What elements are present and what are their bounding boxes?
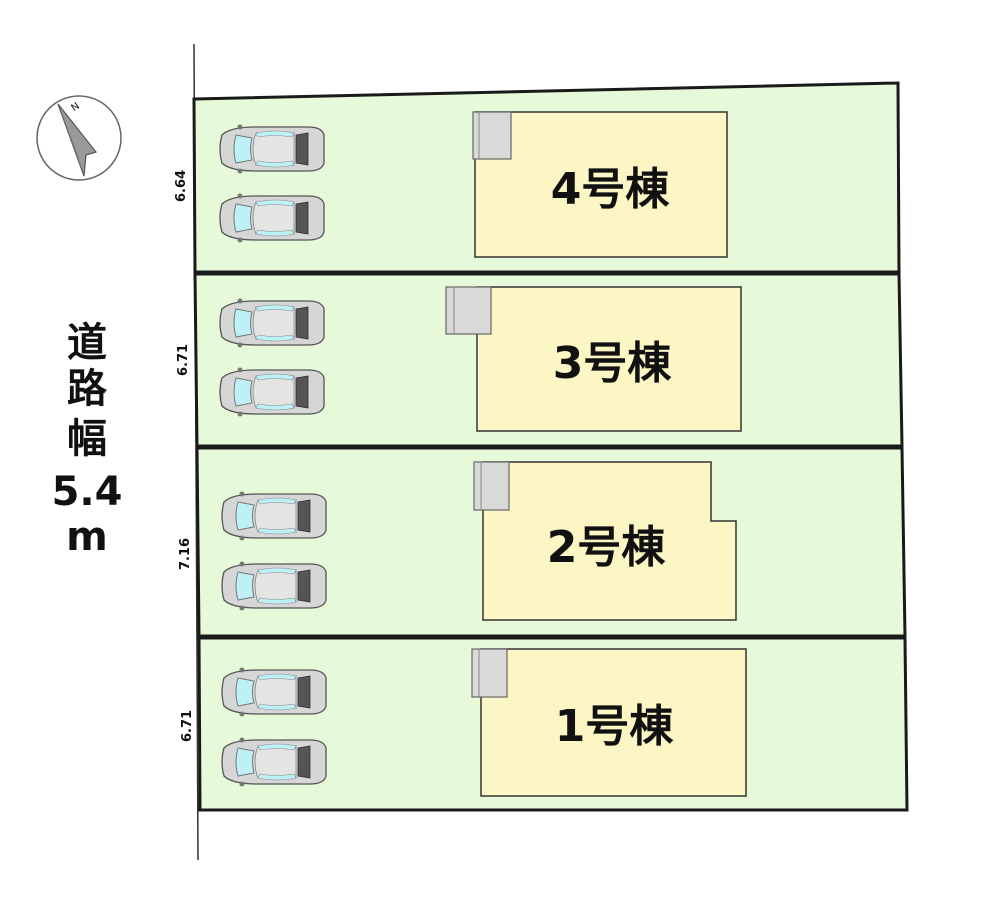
car-icon (219, 192, 325, 244)
lot-1[interactable]: 1号棟 6.71 (180, 636, 909, 812)
house-label-1: 1号棟 (555, 701, 675, 752)
lot-4[interactable]: 4号棟 6.64 (174, 81, 901, 274)
road-label-char-3: 幅 (67, 416, 107, 462)
car-icon (221, 560, 327, 612)
car-icon (219, 123, 325, 175)
house-3 (476, 286, 742, 432)
road-label-width: 5.4 (52, 469, 123, 515)
lot-3[interactable]: 3号棟 6.71 (176, 272, 904, 448)
entrance-2 (473, 461, 510, 511)
car-icon (219, 297, 325, 349)
road-width-label: 道 路 幅 5.4 m (52, 320, 123, 560)
car-icon (221, 490, 327, 542)
house-label-3: 3号棟 (553, 338, 673, 389)
house-label-4: 4号棟 (551, 164, 671, 215)
road-label-unit: m (66, 514, 108, 560)
lot-2[interactable]: 2号棟 7.16 (178, 446, 907, 638)
car-icon (221, 666, 327, 718)
car-icon (221, 736, 327, 788)
car-icon (219, 366, 325, 418)
compass-north-icon: N (36, 95, 122, 181)
house-label-2: 2号棟 (547, 522, 667, 573)
house-4 (474, 111, 728, 258)
frontage-dim-3: 6.71 (176, 344, 191, 376)
road-label-char-1: 道 (67, 320, 107, 366)
house-1 (480, 648, 747, 797)
frontage-dim-2: 7.16 (178, 538, 193, 570)
frontage-dim-1: 6.71 (180, 710, 195, 742)
road-label-char-2: 路 (67, 366, 108, 412)
frontage-dim-4: 6.64 (174, 170, 189, 202)
entrance-1 (471, 648, 508, 698)
entrance-3 (445, 286, 492, 335)
house-2 (482, 461, 737, 621)
